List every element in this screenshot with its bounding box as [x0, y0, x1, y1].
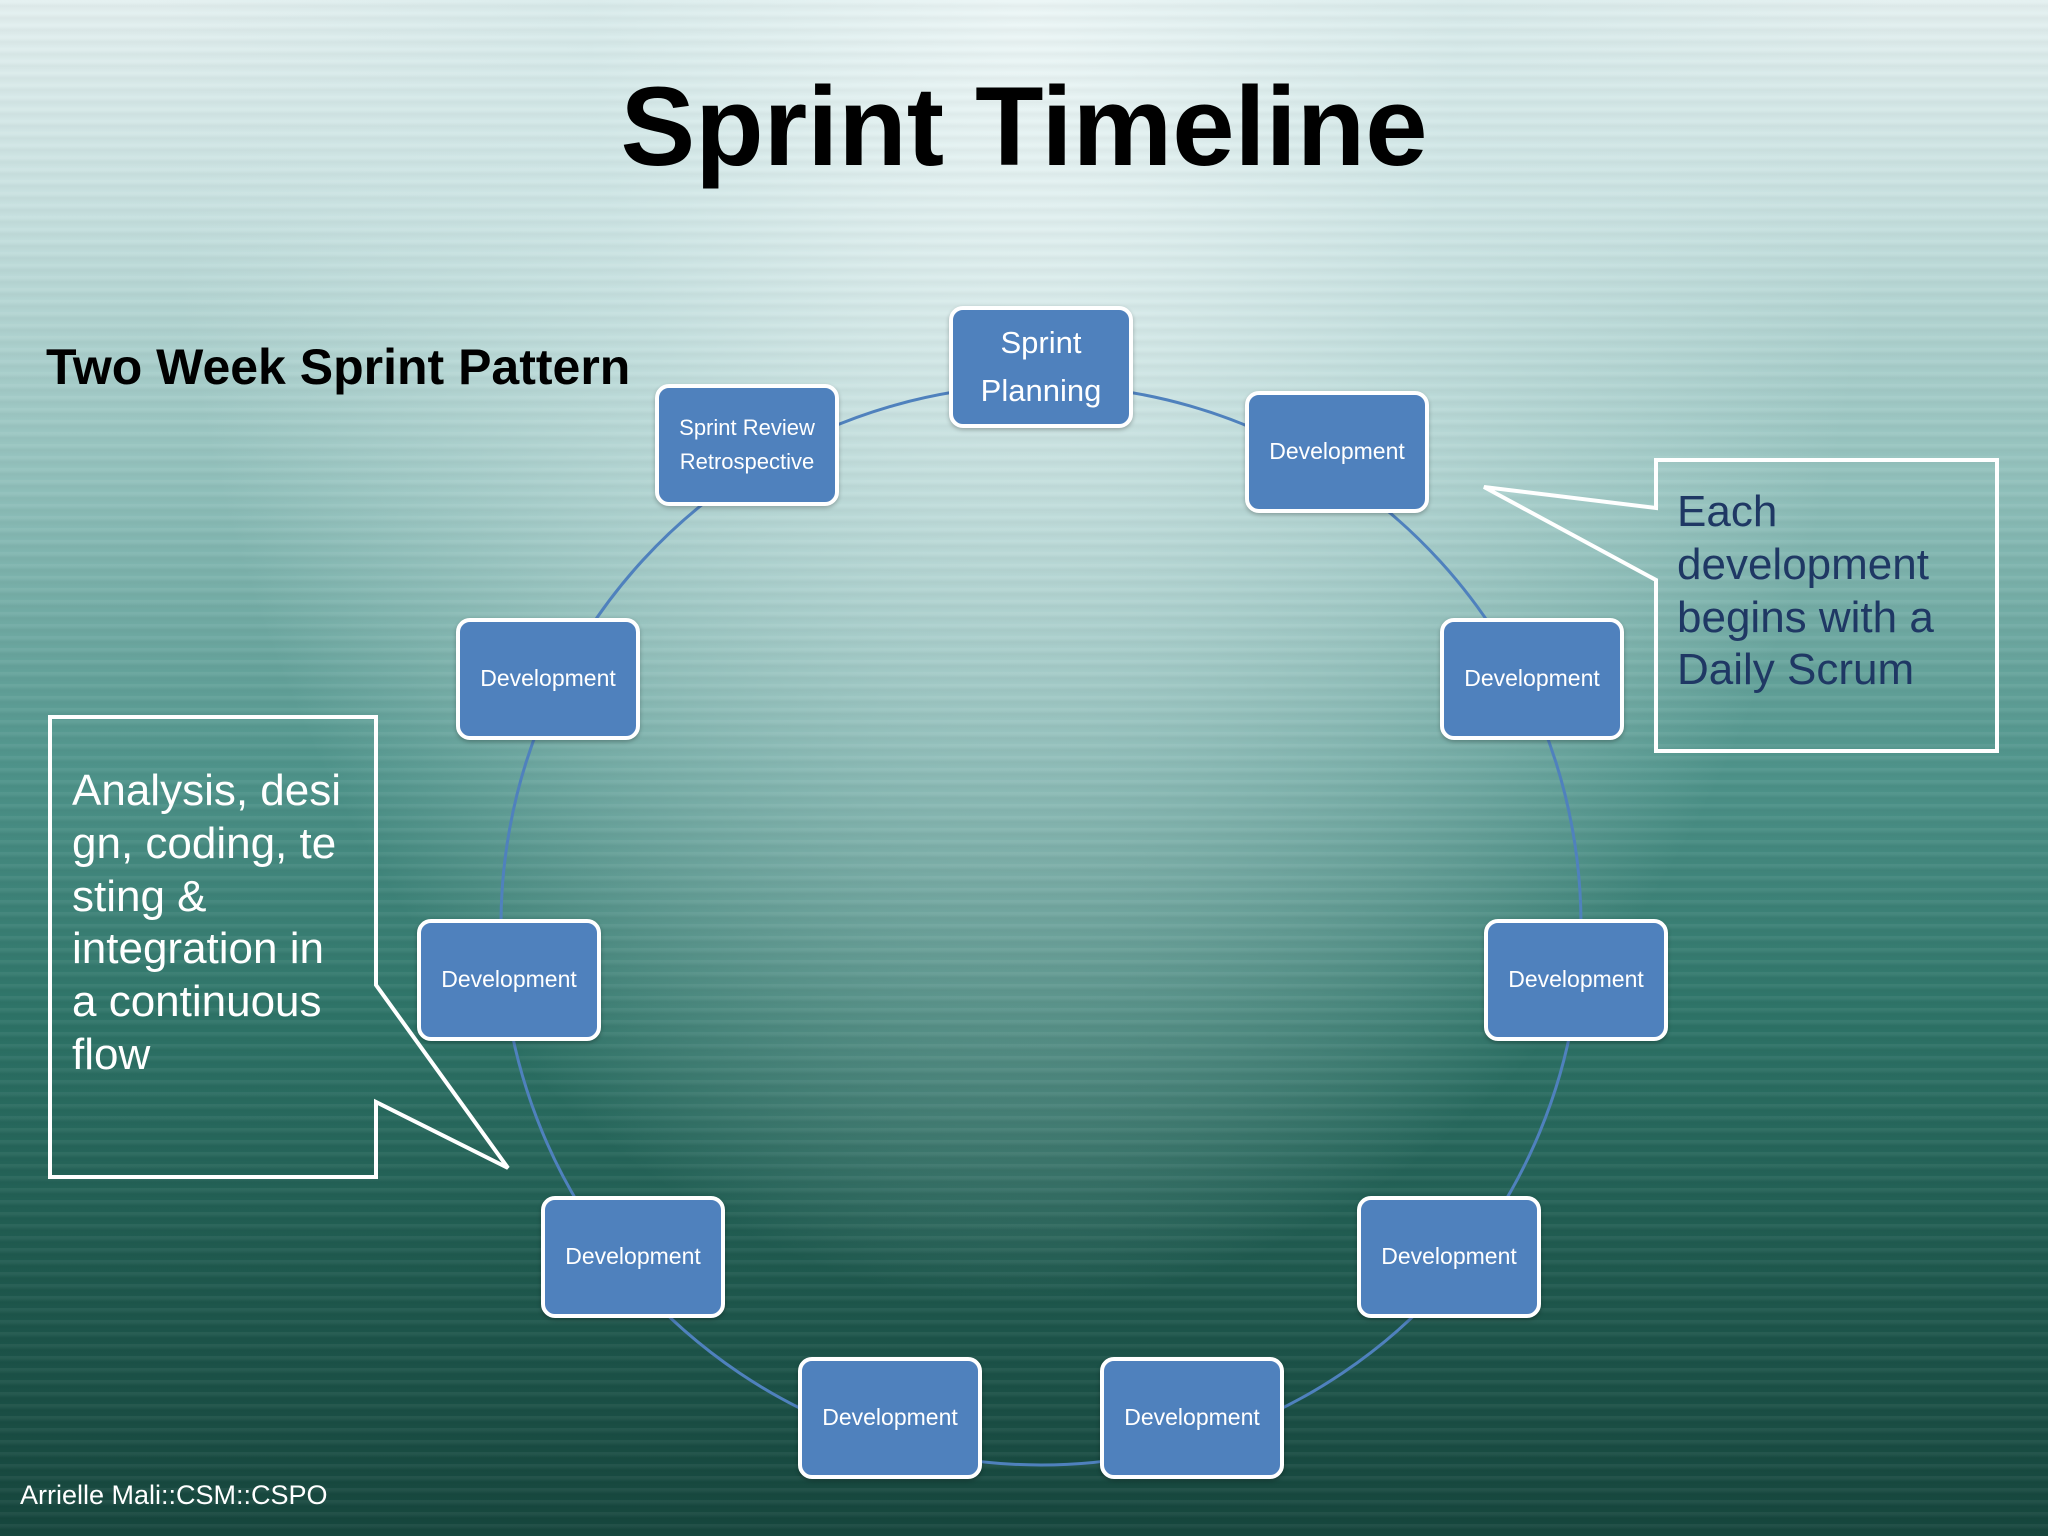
development-node: Development [417, 919, 601, 1041]
left-callout-line: sting & [72, 871, 207, 921]
right-callout-line: Each [1677, 487, 1778, 536]
left-callout-box [48, 715, 510, 1179]
node-label: Development [480, 665, 616, 692]
left-callout-line: integration in [72, 924, 324, 974]
right-callout-line: Daily Scrum [1677, 645, 1915, 695]
node-label: Development [1269, 438, 1405, 465]
node-label: Development [441, 966, 577, 993]
footer-credit: Arrielle Mali::CSM::CSPO [20, 1480, 328, 1510]
left-callout-text: Analysis, desi gn, coding, te sting & in… [72, 765, 372, 1082]
development-node: Development [541, 1196, 725, 1318]
right-callout-text: Each development begins with a Daily Scr… [1677, 486, 1977, 697]
development-node: Development [1357, 1196, 1541, 1318]
development-node: Development [1245, 391, 1429, 513]
slide-title: Sprint Timeline [620, 64, 1428, 189]
development-node: Development [1484, 919, 1668, 1041]
node-label: Sprint Review [679, 414, 815, 440]
node-label: Sprint [1000, 324, 1082, 360]
left-callout-line: gn, coding, te [72, 818, 337, 868]
left-callout-line: Analysis, desi [72, 766, 342, 815]
node-label: Retrospective [679, 449, 815, 474]
left-callout-line: flow [72, 1029, 151, 1079]
development-node: Development [798, 1357, 982, 1479]
development-node: Development [1440, 618, 1624, 740]
right-callout-box [1483, 458, 1999, 753]
right-callout-line: development [1677, 539, 1929, 589]
node-label: Development [822, 1404, 958, 1431]
node-label: Development [1124, 1404, 1260, 1431]
node-label: Development [565, 1243, 701, 1270]
development-node: Development [1100, 1357, 1284, 1479]
development-node: Development [456, 618, 640, 740]
left-callout-line: a continuous [72, 977, 322, 1027]
node-label: Development [1381, 1243, 1517, 1270]
right-callout-line: begins with a [1677, 592, 1934, 642]
slide-subtitle: Two Week Sprint Pattern [46, 339, 631, 395]
node-label: Development [1508, 966, 1644, 993]
node-label: Development [1464, 665, 1600, 692]
node-label: Planning [980, 373, 1102, 408]
